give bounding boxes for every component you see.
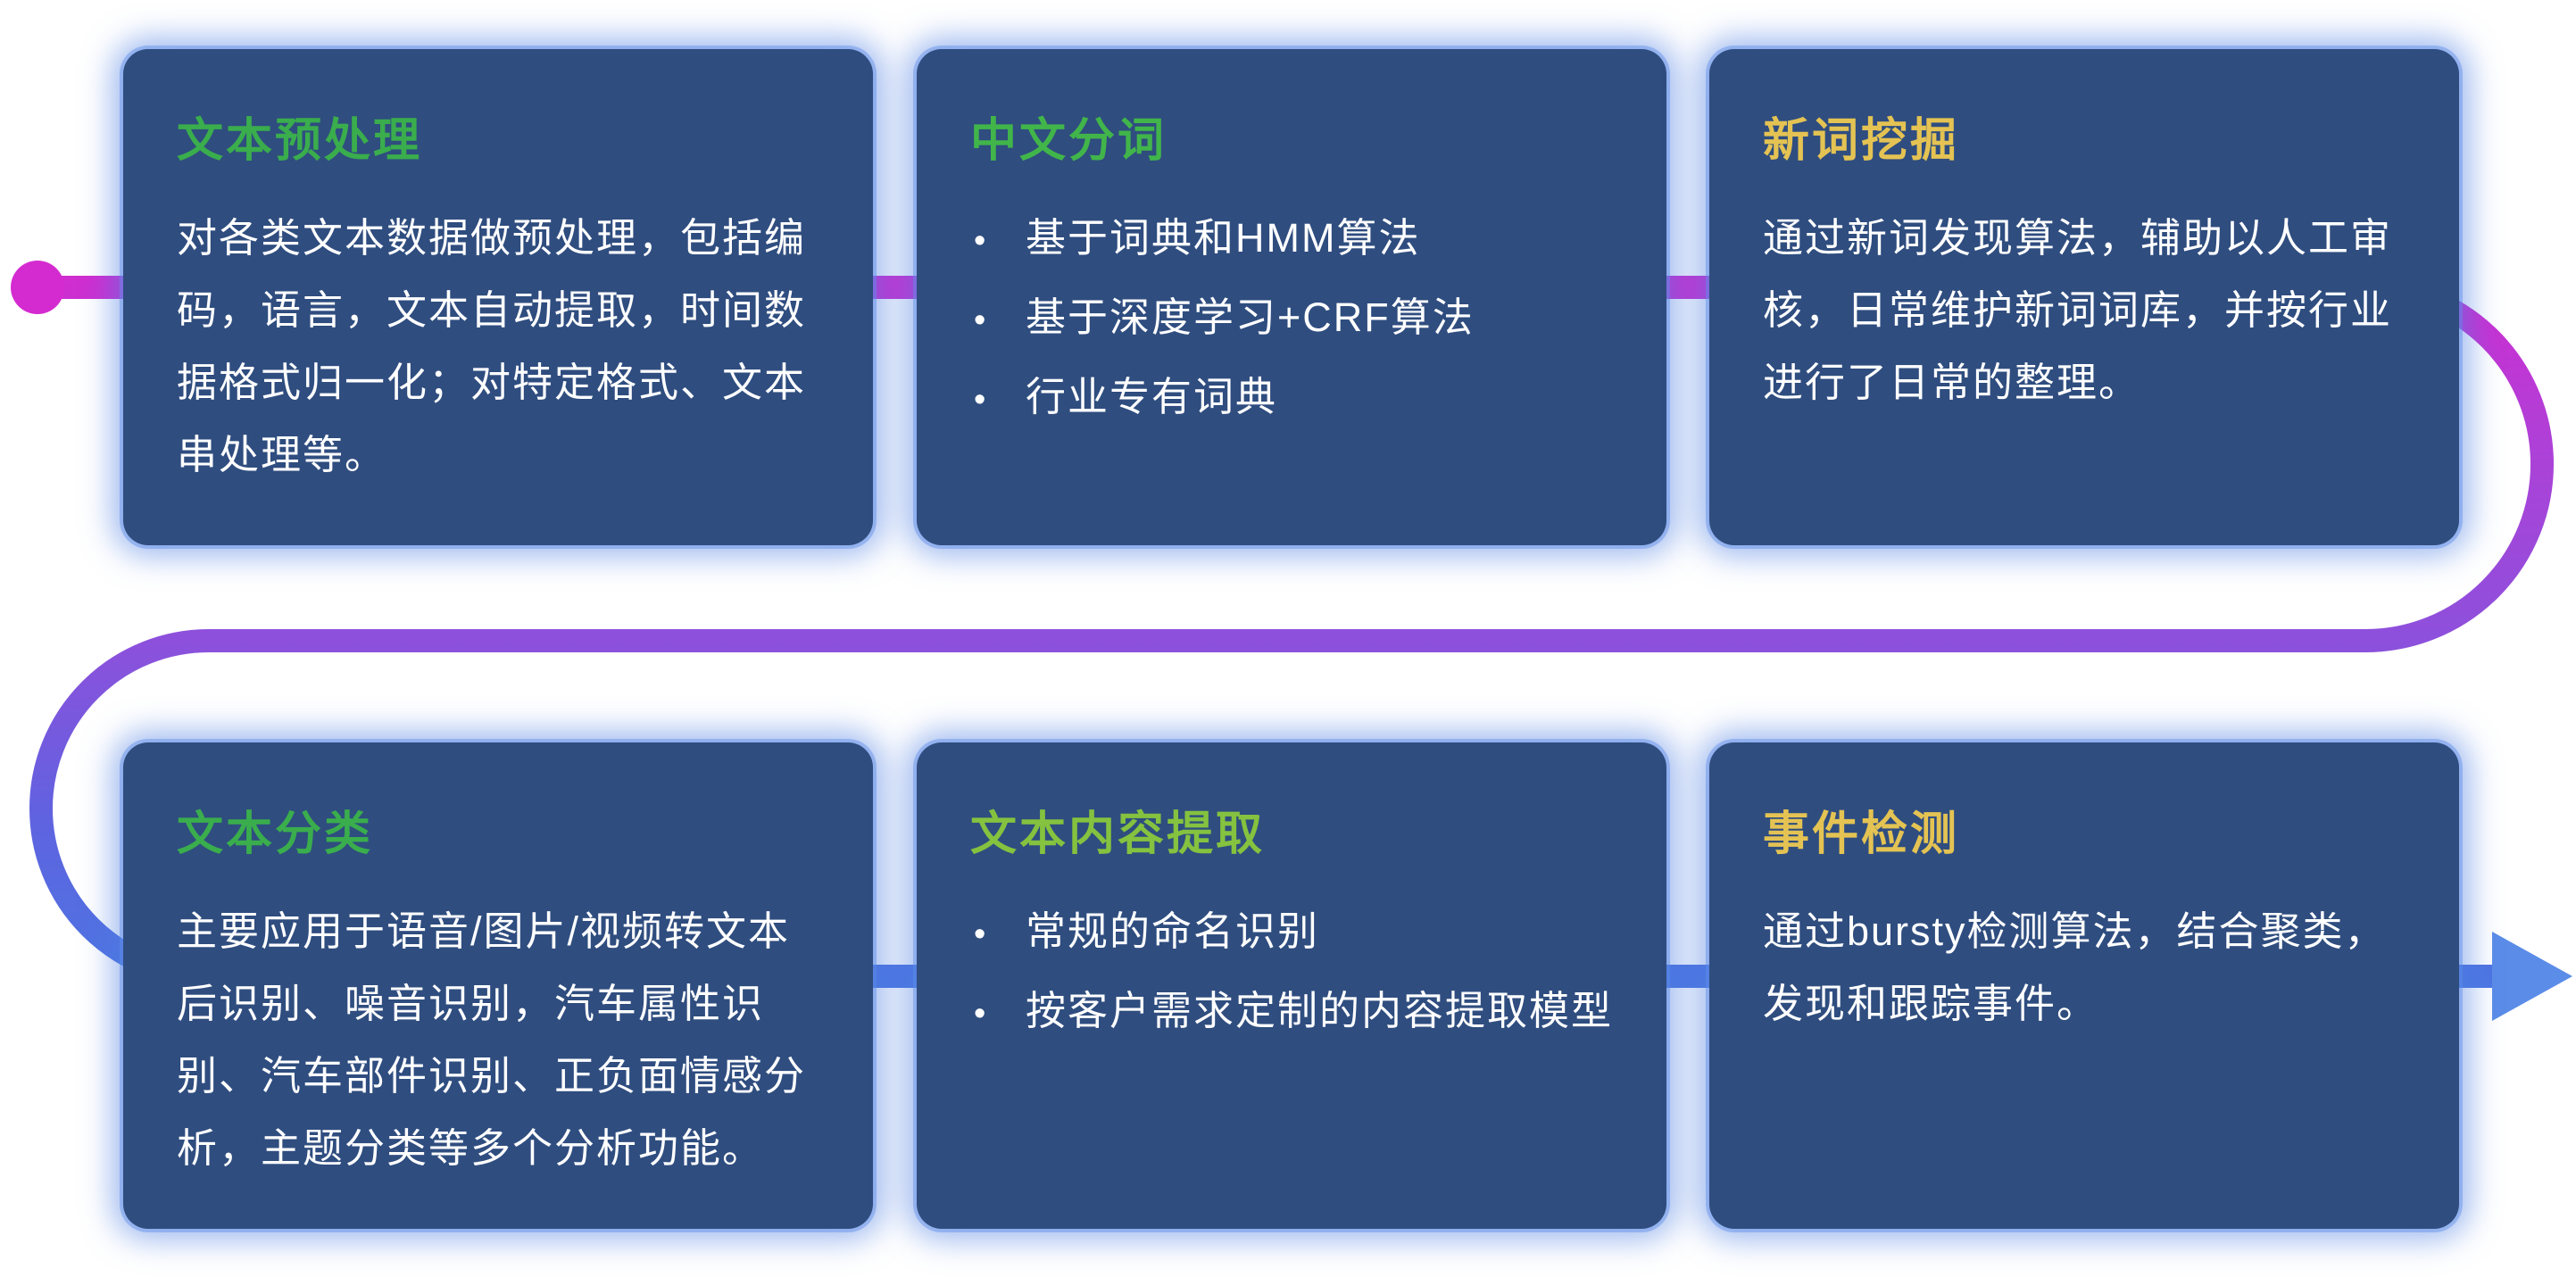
card-title: 文本分类 (177, 808, 374, 860)
bullet-dot-icon: • (974, 302, 988, 339)
bullet-item: • 基于词典和HMM算法 (970, 202, 1613, 274)
bullet-dot-icon: • (974, 222, 988, 260)
bullet-item: • 基于深度学习+CRF算法 (970, 281, 1613, 353)
card-title: 中文分词 (970, 115, 1168, 167)
bullet-dot-icon: • (974, 916, 988, 953)
flow-start-dot (11, 261, 64, 314)
bullet-list: • 基于词典和HMM算法 • 基于深度学习+CRF算法 • 行业专有词典 (970, 202, 1613, 433)
card-text-preprocessing: 文本预处理 对各类文本数据做预处理，包括编码，语言，文本自动提取，时间数据格式归… (123, 49, 873, 545)
card-body: 对各类文本数据做预处理，包括编码，语言，文本自动提取，时间数据格式归一化；对特定… (177, 215, 807, 477)
card-title: 事件检测 (1763, 808, 1960, 860)
card-event-detection: 事件检测 通过bursty检测算法，结合聚类，发现和跟踪事件。 (1709, 742, 2459, 1229)
bullet-item: • 行业专有词典 (970, 361, 1613, 433)
bullet-dot-icon: • (974, 995, 988, 1032)
flow-path (29, 276, 2555, 988)
card-body: 通过新词发现算法，辅助以人工审核，日常维护新词词库，并按行业进行了日常的整理。 (1763, 215, 2393, 405)
bullet-dot-icon: • (974, 381, 988, 419)
card-title: 文本预处理 (177, 115, 423, 167)
card-title: 文本内容提取 (970, 808, 1266, 860)
card-chinese-word-segmentation: 中文分词 • 基于词典和HMM算法 • 基于深度学习+CRF算法 • 行业专有词… (917, 49, 1666, 545)
card-body: 通过bursty检测算法，结合聚类，发现和跟踪事件。 (1763, 908, 2387, 1026)
bullet-text: 行业专有词典 (1026, 374, 1278, 419)
bullet-text: 基于深度学习+CRF算法 (1026, 294, 1475, 340)
bullet-text: 常规的命名识别 (1026, 908, 1320, 954)
card-text-classification: 文本分类 主要应用于语音/图片/视频转文本后识别、噪音识别，汽车属性识别、汽车部… (123, 742, 873, 1229)
bullet-list: • 常规的命名识别 • 按客户需求定制的内容提取模型 (970, 895, 1613, 1047)
bullet-text: 按客户需求定制的内容提取模型 (1026, 988, 1614, 1033)
bullet-item: • 常规的命名识别 (970, 895, 1613, 967)
bullet-text: 基于词典和HMM算法 (1026, 215, 1421, 261)
card-new-word-mining: 新词挖掘 通过新词发现算法，辅助以人工审核，日常维护新词词库，并按行业进行了日常… (1709, 49, 2459, 545)
card-text-content-extraction: 文本内容提取 • 常规的命名识别 • 按客户需求定制的内容提取模型 (917, 742, 1666, 1229)
bullet-item: • 按客户需求定制的内容提取模型 (970, 974, 1613, 1047)
card-title: 新词挖掘 (1763, 115, 1960, 167)
flow-arrow-icon (2492, 932, 2572, 1021)
card-body: 主要应用于语音/图片/视频转文本后识别、噪音识别，汽车属性识别、汽车部件识别、正… (177, 908, 807, 1171)
